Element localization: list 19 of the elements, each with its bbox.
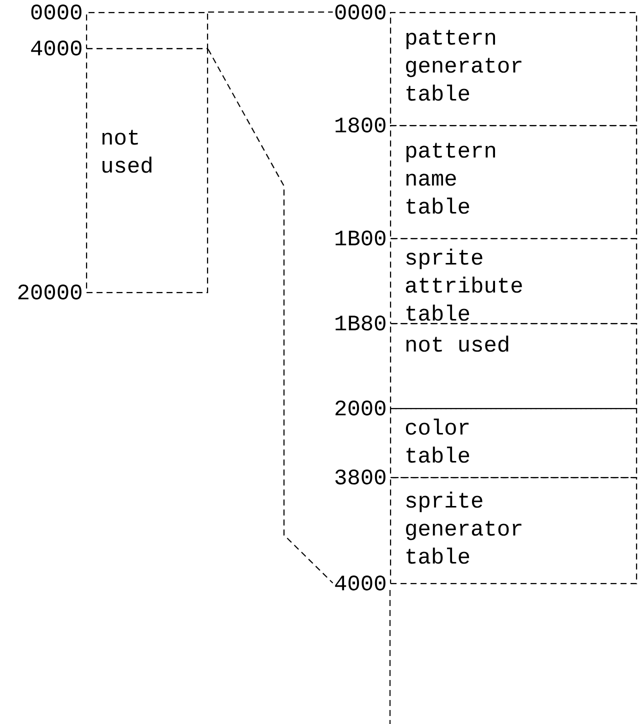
address-label: 2000	[336, 400, 386, 416]
address-label: 3800	[335, 470, 386, 484]
memory-block: not used	[86, 48, 208, 294]
connector-line	[208, 11, 333, 13]
address-label: 1800	[336, 118, 386, 132]
address-label: 1B80	[336, 316, 386, 330]
address-label: 20000	[18, 284, 82, 300]
memory-block: color table	[390, 408, 638, 478]
memory-block: pattern generator table	[390, 12, 638, 126]
memory-block: pattern name table	[390, 125, 638, 240]
address-label: 4000	[335, 576, 386, 590]
memory-block: sprite generator table	[390, 477, 638, 584]
memory-block: not used	[390, 323, 638, 410]
connector-line	[208, 48, 334, 584]
address-label: 4000	[31, 40, 82, 56]
address-label: 0000	[31, 4, 82, 20]
address-label: 1B00	[336, 230, 386, 246]
address-label: 0000	[335, 4, 386, 20]
memory-block	[86, 12, 208, 50]
